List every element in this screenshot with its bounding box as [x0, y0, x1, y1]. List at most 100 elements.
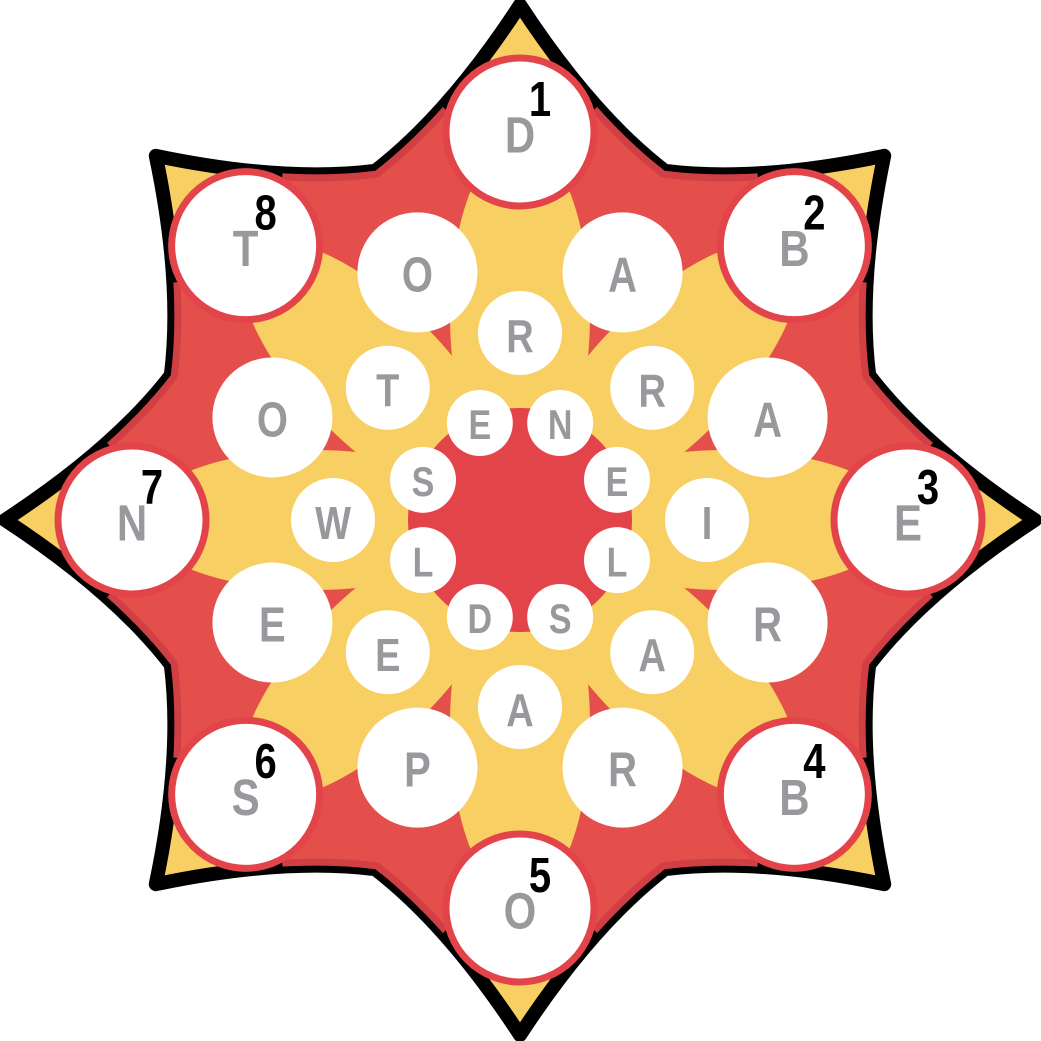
cell-circle: [357, 707, 478, 828]
cell-letter: S: [549, 597, 572, 643]
cell-number: 8: [255, 187, 277, 241]
cell-letter: A: [753, 394, 782, 448]
cell-circle: [830, 442, 986, 598]
inner-cell-8[interactable]: T: [345, 345, 430, 430]
cell-number: 2: [803, 187, 825, 241]
cell-circle: [610, 610, 695, 695]
middle-cell-7[interactable]: O: [212, 357, 333, 478]
cell-letter: D: [505, 107, 535, 164]
cell-circle: [389, 527, 456, 594]
cell-letter: R: [506, 310, 533, 361]
cell-circle: [168, 168, 324, 324]
center-cell-7[interactable]: S: [389, 446, 456, 513]
cell-letter: I: [702, 497, 713, 548]
cell-circle: [584, 527, 651, 594]
inner-cell-1[interactable]: R: [478, 291, 562, 375]
center-cell-4[interactable]: S: [527, 584, 594, 651]
inner-cell-6[interactable]: E: [345, 610, 430, 695]
center-cell-3[interactable]: L: [584, 527, 651, 594]
cell-letter: B: [779, 220, 809, 277]
cell-number: 5: [529, 849, 551, 903]
cell-circle: [357, 212, 478, 333]
cell-circle: [168, 716, 324, 872]
cell-letter: B: [779, 769, 809, 826]
cell-circle: [345, 610, 430, 695]
cell-circle: [562, 707, 683, 828]
cell-circle: [707, 357, 828, 478]
cell-letter: S: [412, 460, 435, 506]
cell-number: 3: [917, 461, 939, 515]
center-cell-5[interactable]: D: [446, 584, 513, 651]
cell-circle: [212, 357, 333, 478]
inner-cell-5[interactable]: A: [478, 665, 562, 749]
outer-cell-8[interactable]: T8: [168, 168, 324, 324]
cell-letter: L: [413, 540, 434, 586]
cell-letter: R: [753, 599, 782, 653]
cell-circle: [446, 584, 513, 651]
cell-letter: S: [232, 769, 260, 826]
outer-cell-5[interactable]: O5: [442, 830, 598, 986]
cell-circle: [478, 665, 562, 749]
cell-letter: N: [548, 403, 573, 449]
cell-circle: [527, 584, 594, 651]
cell-letter: W: [315, 497, 351, 548]
outer-cell-1[interactable]: D1: [442, 54, 598, 210]
outer-cell-3[interactable]: E3: [830, 442, 986, 598]
red-center-hub: [408, 408, 632, 632]
middle-cell-1[interactable]: A: [562, 212, 683, 333]
cell-circle: [442, 830, 598, 986]
cell-circle: [345, 345, 430, 430]
cell-number: 7: [141, 461, 163, 515]
cell-letter: T: [233, 220, 259, 277]
inner-cell-2[interactable]: R: [610, 345, 695, 430]
cell-circle: [54, 442, 210, 598]
inner-cell-7[interactable]: W: [291, 478, 375, 562]
inner-cell-4[interactable]: A: [610, 610, 695, 695]
cell-letter: N: [117, 495, 147, 552]
cell-letter: E: [375, 630, 400, 681]
outer-cell-2[interactable]: B2: [716, 168, 872, 324]
cell-circle: [442, 54, 598, 210]
cell-letter: A: [608, 249, 637, 303]
cell-letter: T: [376, 365, 399, 416]
middle-cell-6[interactable]: E: [212, 562, 333, 683]
cell-letter: P: [404, 744, 431, 798]
middle-cell-2[interactable]: A: [707, 357, 828, 478]
cell-circle: [584, 446, 651, 513]
center-cell-1[interactable]: N: [527, 389, 594, 456]
cell-circle: [610, 345, 695, 430]
middle-cell-4[interactable]: R: [562, 707, 683, 828]
cell-letter: E: [468, 403, 491, 449]
cell-letter: D: [468, 597, 493, 643]
center-cell-8[interactable]: E: [446, 389, 513, 456]
cell-circle: [478, 291, 562, 375]
cell-circle: [716, 168, 872, 324]
cell-letter: A: [639, 630, 666, 681]
inner-cell-3[interactable]: I: [665, 478, 749, 562]
cell-circle: [389, 446, 456, 513]
outer-cell-6[interactable]: S6: [168, 716, 324, 872]
outer-cell-4[interactable]: B4: [716, 716, 872, 872]
middle-cell-5[interactable]: P: [357, 707, 478, 828]
outer-cell-7[interactable]: N7: [54, 442, 210, 598]
cell-circle: [291, 478, 375, 562]
cell-letter: A: [506, 684, 533, 735]
cell-circle: [665, 478, 749, 562]
cell-letter: O: [504, 883, 537, 940]
cell-letter: E: [259, 599, 286, 653]
center-cell-6[interactable]: L: [389, 527, 456, 594]
cell-circle: [716, 716, 872, 872]
cell-circle: [562, 212, 683, 333]
center-cell-2[interactable]: E: [584, 446, 651, 513]
cell-letter: R: [639, 365, 666, 416]
middle-cell-3[interactable]: R: [707, 562, 828, 683]
cell-letter: O: [257, 394, 288, 448]
cell-letter: O: [402, 249, 433, 303]
cell-circle: [707, 562, 828, 683]
cell-number: 6: [255, 736, 277, 790]
cell-number: 4: [803, 736, 825, 790]
middle-cell-8[interactable]: O: [357, 212, 478, 333]
cell-circle: [446, 389, 513, 456]
